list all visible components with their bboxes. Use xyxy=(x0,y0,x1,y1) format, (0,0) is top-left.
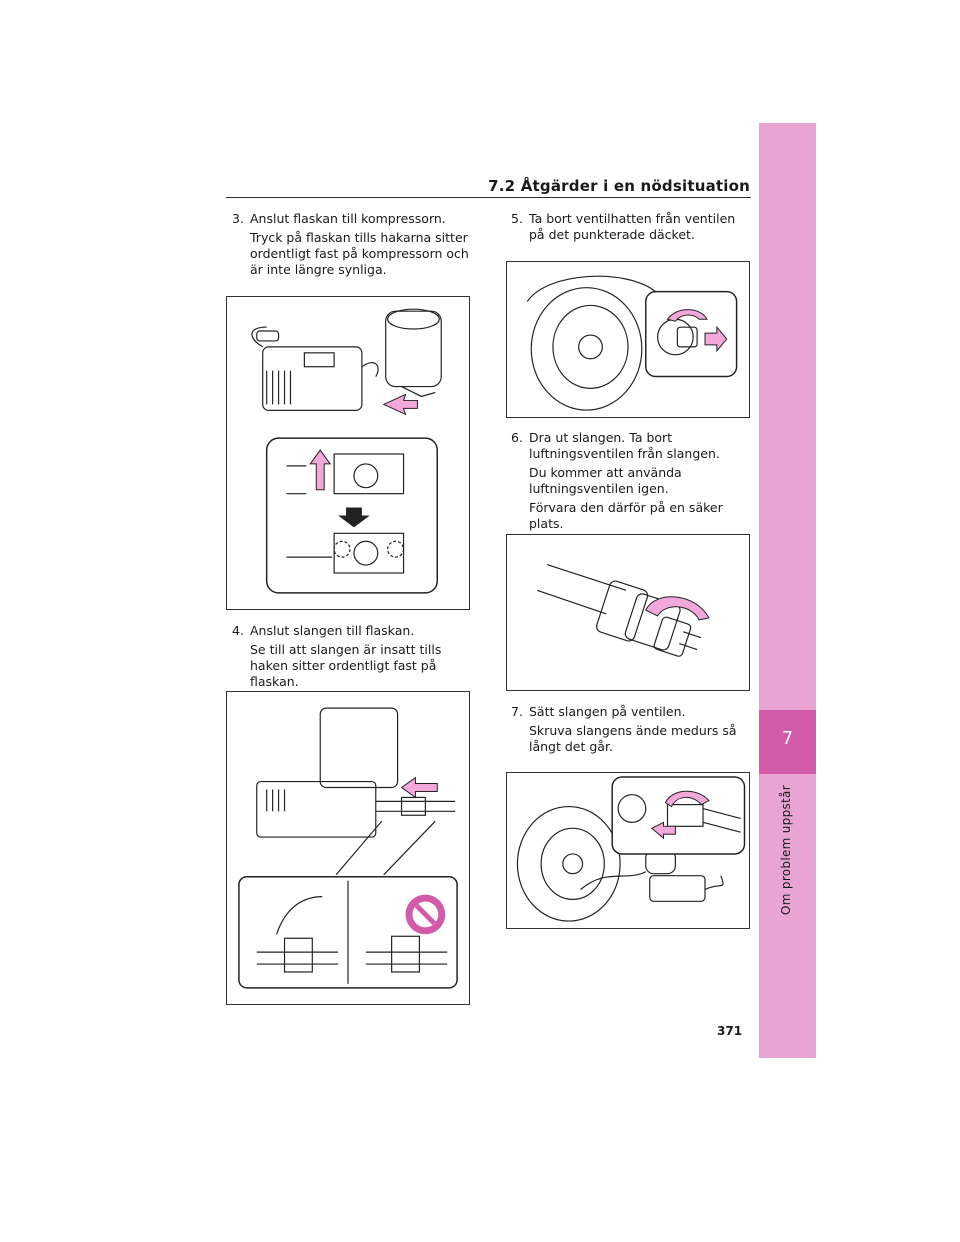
step-body: Du kommer att använda luftningsventilen … xyxy=(529,465,682,496)
step-title: Anslut flaskan till kompressorn. xyxy=(250,211,446,226)
step-title: Ta bort ventilhatten från ventilen på de… xyxy=(529,211,736,242)
step-5: 5. Ta bort ventilhatten från ventilen på … xyxy=(511,211,751,243)
step-body: Se till att slangen är insatt tills hake… xyxy=(250,642,442,689)
step-title: Sätt slangen på ventilen. xyxy=(529,704,686,719)
figure-hose-bottle xyxy=(226,691,470,1005)
hose-on-valve-illustration xyxy=(516,776,746,922)
section-header-title: 7.2 Åtgärder i en nödsituation xyxy=(488,177,750,195)
chapter-side-tab xyxy=(759,123,816,1058)
hose-valve-illustration xyxy=(536,564,710,657)
step-body: Skruva slangens ände medurs så långt det… xyxy=(529,723,737,754)
chapter-number: 7 xyxy=(781,728,794,749)
header-rule xyxy=(226,197,751,198)
step-number: 3. xyxy=(232,211,244,226)
chapter-label: Om problem uppstår xyxy=(779,785,793,915)
figure-hose-valve-removal xyxy=(506,534,750,691)
figure-valve-cap xyxy=(506,261,750,418)
step-number: 5. xyxy=(511,211,523,226)
step-4: 4. Anslut slangen till flaskan. Se till a… xyxy=(232,623,472,690)
step-title: Anslut slangen till flaskan. xyxy=(250,623,415,638)
step-6: 6. Dra ut slangen. Ta bort luftningsventi… xyxy=(511,430,751,532)
step-number: 7. xyxy=(511,704,523,719)
bottle-compressor-illustration xyxy=(251,308,442,594)
step-body: Förvara den därför på en säker plats. xyxy=(529,500,723,531)
step-7: 7. Sätt slangen på ventilen. Skruva slang… xyxy=(511,704,751,755)
hose-bottle-illustration xyxy=(238,707,458,989)
chapter-number-box xyxy=(759,710,816,774)
figure-hose-on-valve xyxy=(506,772,750,929)
step-body: Tryck på flaskan tills hakarna sitter or… xyxy=(250,230,469,277)
page-number: 371 xyxy=(717,1024,743,1038)
step-title: Dra ut slangen. Ta bort luftningsventile… xyxy=(529,430,720,461)
step-number: 6. xyxy=(511,430,523,445)
valve-cap-illustration xyxy=(526,275,738,411)
step-3: 3. Anslut flaskan till kompressorn. Tryck… xyxy=(232,211,472,278)
step-number: 4. xyxy=(232,623,244,638)
figure-bottle-compressor xyxy=(226,296,470,610)
